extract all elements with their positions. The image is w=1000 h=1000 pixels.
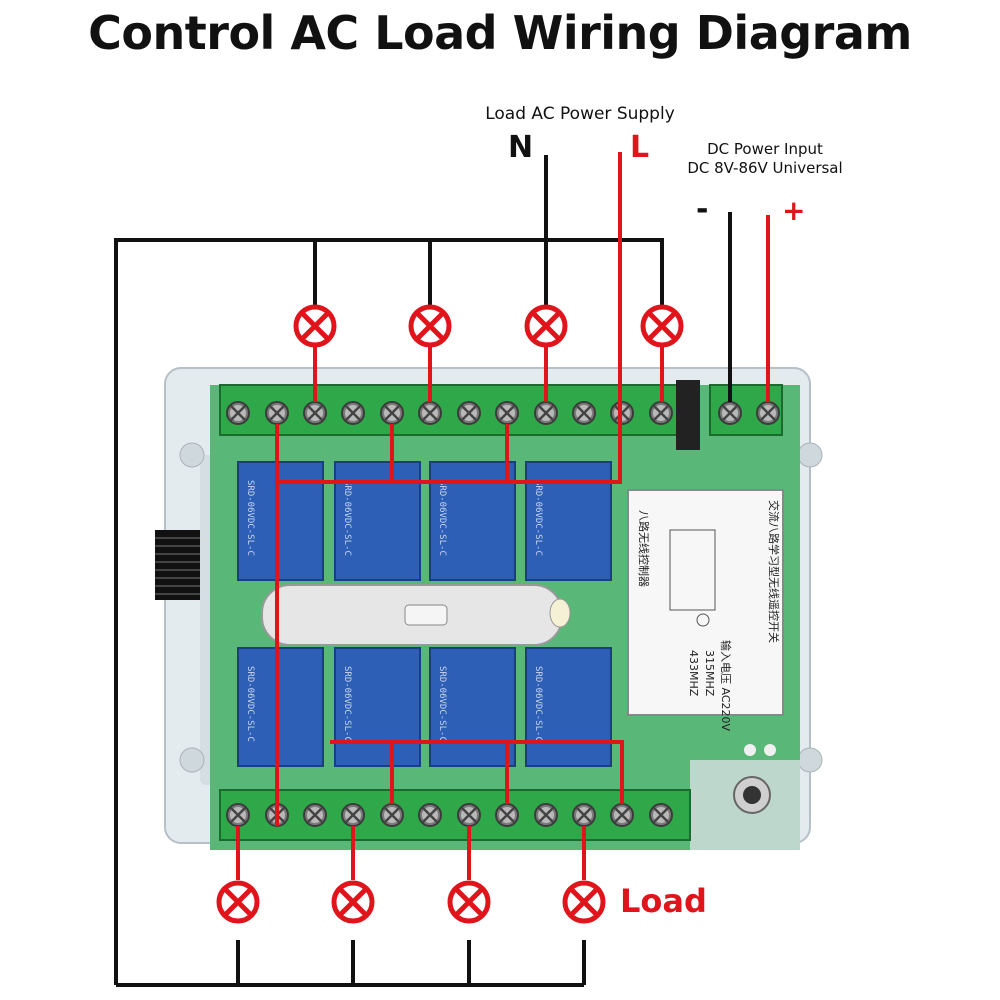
- relay-text: SRD-06VDC-SL-C: [533, 666, 543, 742]
- relay-text: SRD-06VDC-SL-C: [437, 480, 447, 556]
- terminal-block-bottom: [219, 789, 691, 841]
- label-line: 交流八路学习型无线遥控开关: [767, 500, 781, 643]
- relay-text: SRD-06VDC-SL-C: [533, 480, 543, 556]
- ac-supply-label: Load AC Power Supply: [485, 104, 675, 124]
- dc-positive-label: +: [782, 194, 806, 227]
- dc-negative-label: -: [696, 192, 709, 227]
- lamp-icon: [411, 307, 449, 345]
- relay-text: SRD-06VDC-SL-C: [245, 666, 255, 742]
- label-line: 433MHZ: [687, 650, 700, 697]
- neutral-label: N: [508, 130, 534, 165]
- load-lamps-top: [296, 307, 681, 345]
- dc-input-label: DC Power Input DC 8V-86V Universal: [660, 140, 870, 178]
- lamp-icon: [334, 883, 372, 921]
- load-lamps-bottom: [219, 883, 603, 921]
- label-line: 315MHZ: [703, 650, 716, 697]
- page-title: Control AC Load Wiring Diagram: [88, 6, 912, 60]
- dc-input-title: DC Power Input: [707, 140, 823, 158]
- relay-text: SRD-06VDC-SL-C: [342, 666, 352, 742]
- neutral-wiring: [114, 155, 732, 987]
- label-line: 八路无线控制器: [637, 510, 651, 587]
- relay-text: SRD-06VDC-SL-C: [342, 480, 352, 556]
- dc-input-range: DC 8V-86V Universal: [687, 159, 843, 177]
- lamp-icon: [527, 307, 565, 345]
- relay-text: SRD-06VDC-SL-C: [245, 480, 255, 556]
- line-label: L: [630, 130, 650, 165]
- lamp-icon: [565, 883, 603, 921]
- label-line: 输入电压 AC220V: [719, 640, 733, 732]
- line-wiring: [236, 152, 770, 880]
- antenna-coil: [155, 530, 200, 600]
- lamp-icon: [296, 307, 334, 345]
- product-label: 交流八路学习型无线遥控开关 八路无线控制器 输入电压 AC220V 315MHZ…: [627, 489, 784, 732]
- lamp-icon: [450, 883, 488, 921]
- lamp-icon: [219, 883, 257, 921]
- relay-text: SRD-06VDC-SL-C: [437, 666, 447, 742]
- relay-row-bottom: SRD-06VDC-SL-C SRD-06VDC-SL-C SRD-06VDC-…: [237, 647, 612, 767]
- load-label: Load: [620, 882, 707, 920]
- lamp-icon: [643, 307, 681, 345]
